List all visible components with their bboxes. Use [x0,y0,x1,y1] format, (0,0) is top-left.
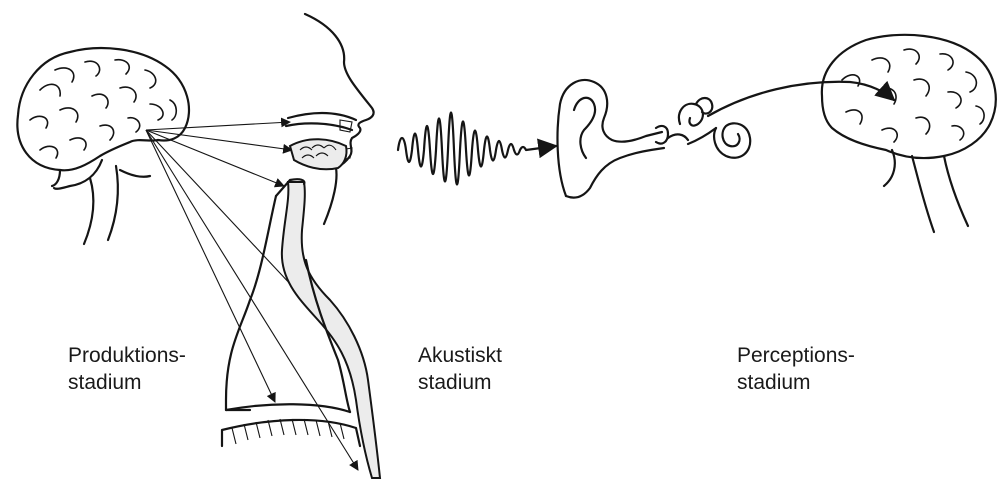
production-stage-label-line2: stadium [68,369,186,396]
sound-wave-icon [398,113,556,185]
auditory-pathway-arrow [708,82,894,116]
speaker-head-profile-icon [222,14,380,478]
ear-icon [558,80,668,198]
listener-brain-icon [822,35,996,232]
acoustic-stage-label-line2: stadium [418,369,502,396]
speaker-brain-icon [17,48,189,244]
production-stage-label-line1: Produktions- [68,342,186,369]
inner-ear-cochlea-icon [668,98,750,158]
production-stage-label: Produktions- stadium [68,342,186,396]
acoustic-stage-label-line1: Akustiskt [418,342,502,369]
acoustic-stage-label: Akustiskt stadium [418,342,502,396]
perception-stage-label: Perceptions- stadium [737,342,855,396]
perception-stage-label-line1: Perceptions- [737,342,855,369]
perception-stage-label-line2: stadium [737,369,855,396]
